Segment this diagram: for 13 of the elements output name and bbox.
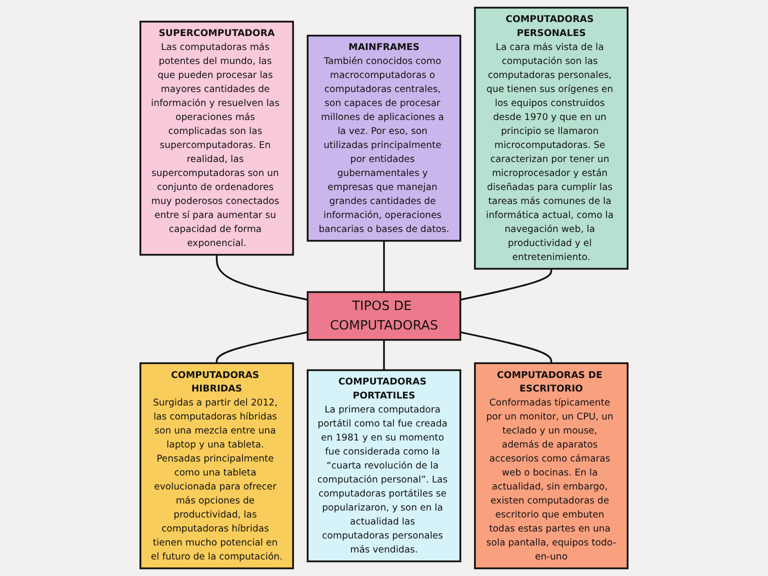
node-box: COMPUTADORAS PERSONALES La cara más vista de la computación son las computadoras personales, que tienen sus orígenes en los equipos construidos desde 1970 y que en un principio se llamaron microcomputadoras. Se caracterizan por tener un microprocesador y están diseñadas para cumplir las tareas más comunes de la informática actual, como la navegación web, la productividad y el entretenimiento. [474, 6, 628, 270]
connector [383, 340, 385, 370]
node-box: COMPUTADORAS PORTATILES La primera computadora portátil como tal fue creada en 1981 y en su momento fue considerada como la “cuarta revolución de la computación personal”. Las computadoras portátiles se popularizaron, y son en la actualidad las computadoras personales más vendidas. [306, 369, 462, 562]
connector [383, 240, 385, 292]
node-box: TIPOS DE COMPUTADORAS [306, 291, 462, 341]
node-box: SUPERCOMPUTADORA Las computadoras más potentes del mundo, las que pueden procesar las mayores cantidades de información y resuelven las operaciones más complicadas son las supercomputadoras. En realidad, las supercomputadoras son un conjunto de ordenadores muy poderosos conectados entre sí para aumentar su capacidad de forma exponencial. [140, 20, 294, 256]
connector [216, 254, 308, 301]
connector [216, 331, 308, 364]
connector [460, 331, 552, 364]
node-box: MAINFRAMES También conocidos como macrocomputadoras o computadoras centrales, son capaces de procesar millones de aplicaciones a la vez. Por eso, son utilizadas principalmente por entidades gubernamentales y empresas que manejan grandes cantidades de información, operaciones bancarias o bases de datos. [306, 34, 462, 242]
node-box: COMPUTADORAS DE ESCRITORIO Conformadas típicamente por un monitor, un CPU, un teclado y un mouse, además de aparatos accesorios como cámaras web o bocinas. En la actualidad, sin embargo, existen computadoras de escritorio que embuten todas estas partes en una sola pantalla, equipos todo-en-uno [474, 362, 628, 570]
node-box: COMPUTADORAS HIBRIDAS Surgidas a partir del 2012, las computadoras híbridas son una mezcla entre una laptop y una tableta. Pensadas principalmente como una tableta evolucionada para ofrecer más opciones de productividad, las computadoras híbridas tienen mucho potencial en el futuro de la computación. [140, 362, 294, 570]
connector [460, 268, 552, 301]
